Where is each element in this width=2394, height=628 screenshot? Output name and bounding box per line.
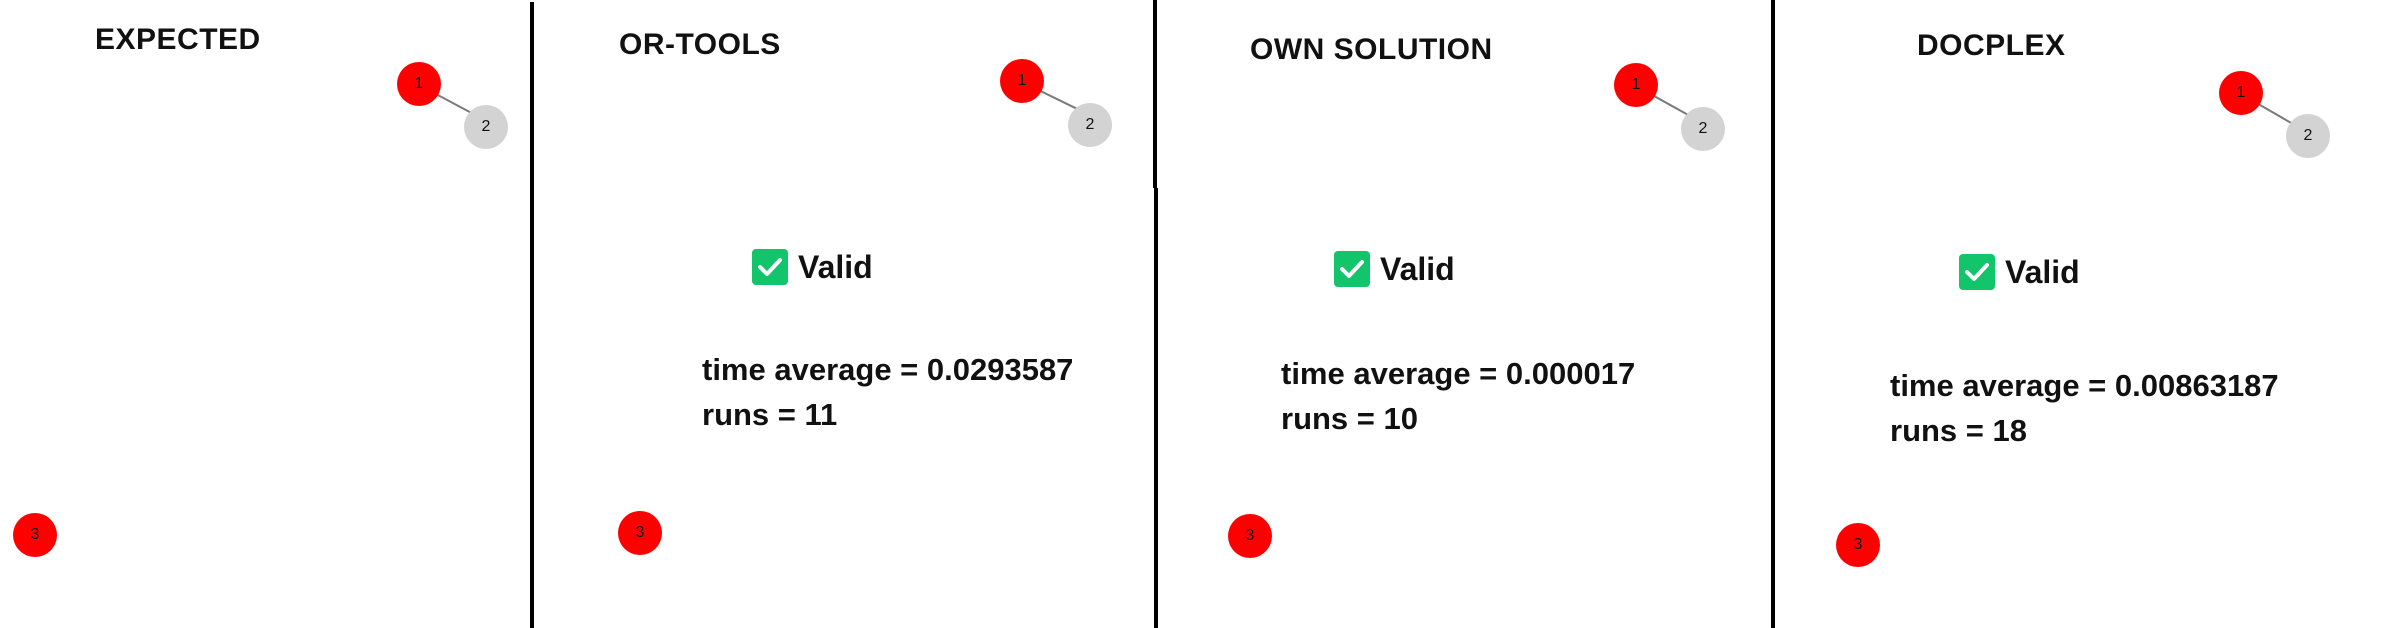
time-average-text: time average = 0.0293587 — [702, 352, 1074, 387]
node-label: 2 — [2303, 127, 2313, 144]
graph-node-2: 2 — [2286, 114, 2330, 158]
runs-text: runs = 11 — [702, 397, 838, 432]
graph-node-3: 3 — [13, 513, 57, 557]
status-indicator: Valid — [1334, 250, 1455, 288]
graph-node-1: 1 — [397, 62, 441, 106]
graph-node-2: 2 — [1068, 103, 1112, 147]
node-label: 1 — [414, 75, 424, 92]
panel-divider-1-lower — [530, 363, 534, 628]
node-label: 3 — [635, 524, 645, 541]
graph-node-2: 2 — [464, 105, 508, 149]
node-label: 3 — [1853, 536, 1863, 553]
node-label: 2 — [1085, 116, 1095, 133]
panel-or-tools: OR-TOOLS 1 2 Valid time average = 0.0293… — [534, 0, 1153, 628]
graph-node-1: 1 — [1000, 59, 1044, 103]
node-label: 3 — [30, 526, 40, 543]
metrics-block: time average = 0.0293587 runs = 11 — [702, 347, 1073, 437]
panel-divider-3 — [1771, 0, 1775, 628]
metrics-block: time average = 0.00863187 runs = 18 — [1890, 363, 2279, 453]
node-label: 3 — [1245, 527, 1255, 544]
panel-divider-2-lower — [1154, 558, 1158, 628]
panel-divider-2 — [1153, 0, 1157, 188]
graph-node-3: 3 — [1228, 514, 1272, 558]
runs-text: runs = 10 — [1281, 401, 1418, 436]
status-label: Valid — [1380, 251, 1455, 287]
status-label: Valid — [2005, 254, 2080, 290]
panel-title: OR-TOOLS — [619, 28, 781, 61]
graph-node-3: 3 — [1836, 523, 1880, 567]
node-label: 1 — [2236, 84, 2246, 101]
metrics-block: time average = 0.000017 runs = 10 — [1281, 351, 1635, 441]
panel-docplex: DOCPLEX 1 2 Valid time average = 0.00863… — [1775, 0, 2394, 628]
check-icon — [1959, 254, 1995, 290]
graph-node-3: 3 — [618, 511, 662, 555]
node-label: 2 — [1698, 120, 1708, 137]
graph-node-1: 1 — [1614, 63, 1658, 107]
status-label: Valid — [798, 249, 873, 285]
node-label: 2 — [481, 118, 491, 135]
time-average-text: time average = 0.00863187 — [1890, 368, 2279, 403]
panel-own-solution: OWN SOLUTION 1 2 Valid time average = 0.… — [1158, 0, 1771, 628]
graph-node-1: 1 — [2219, 71, 2263, 115]
panel-divider-2-mid — [1154, 188, 1158, 558]
panel-expected: EXPECTED 1 2 3 — [0, 0, 530, 628]
status-indicator: Valid — [752, 248, 873, 286]
panel-title: DOCPLEX — [1917, 29, 2066, 62]
node-label: 1 — [1631, 76, 1641, 93]
status-indicator: Valid — [1959, 253, 2080, 291]
check-icon — [1334, 251, 1370, 287]
time-average-text: time average = 0.000017 — [1281, 356, 1636, 391]
check-icon — [752, 249, 788, 285]
node-label: 1 — [1017, 72, 1027, 89]
graph-node-2: 2 — [1681, 107, 1725, 151]
panel-title: OWN SOLUTION — [1250, 33, 1493, 66]
panel-divider-1 — [530, 2, 534, 363]
runs-text: runs = 18 — [1890, 413, 2027, 448]
panel-title: EXPECTED — [95, 23, 261, 56]
